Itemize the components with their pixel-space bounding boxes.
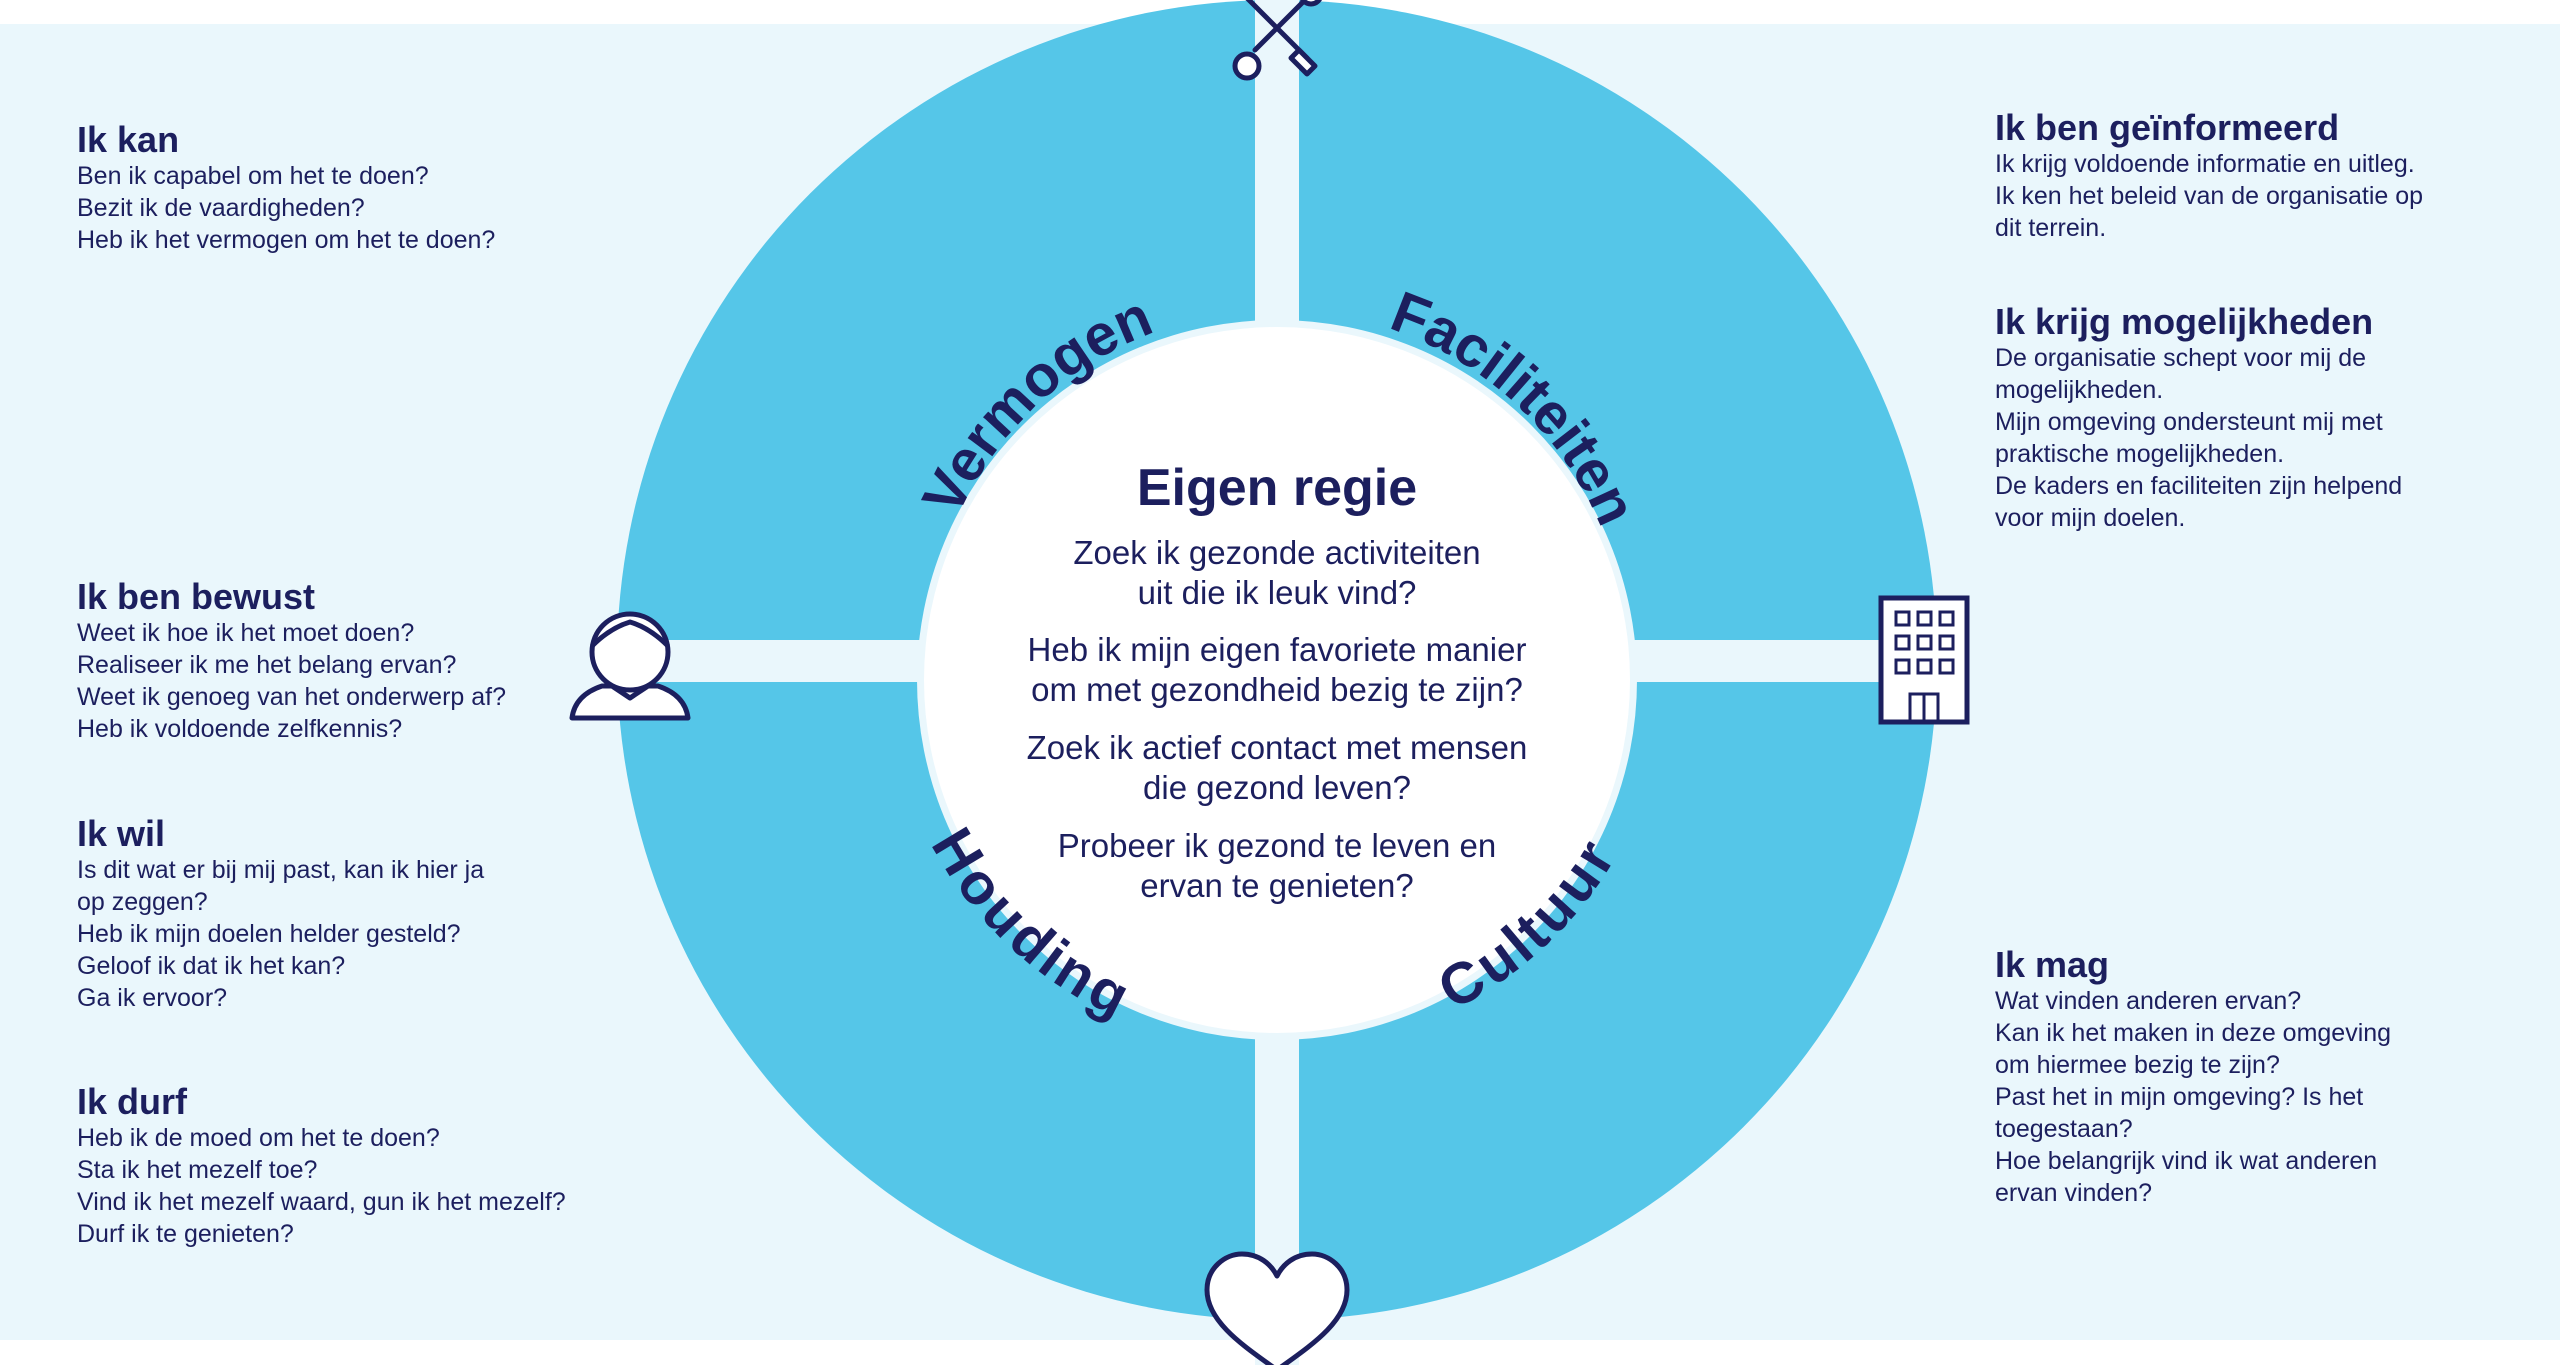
center-question-3-line-2: die gezond leven? (1143, 769, 1411, 806)
block-line: praktische mogelijkheden. (1995, 440, 2285, 468)
block-line: Ik krijg voldoende informatie en uitleg. (1995, 150, 2415, 178)
heart-icon (1204, 1251, 1350, 1365)
block-line: om hiermee bezig te zijn? (1995, 1051, 2280, 1079)
block-line: Weet ik genoeg van het onderwerp af? (77, 683, 506, 711)
block-ik-kan: Ik kan Ben ik capabel om het te doen? Be… (77, 120, 495, 256)
block-title: Ik wil (77, 813, 166, 854)
block-line: Ben ik capabel om het te doen? (77, 162, 429, 190)
block-line: Geloof ik dat ik het kan? (77, 952, 346, 980)
block-line: Kan ik het maken in deze omgeving (1995, 1019, 2392, 1047)
block-line: toegestaan? (1995, 1115, 2133, 1143)
building-icon (1878, 595, 1970, 725)
block-line: Heb ik mijn doelen helder gesteld? (77, 920, 461, 948)
block-line: Heb ik de moed om het te doen? (77, 1124, 440, 1152)
center-question-4: Probeer ik gezond te leven en ervan te g… (977, 826, 1577, 906)
block-title: Ik durf (77, 1081, 188, 1122)
block-line: Realiseer ik me het belang ervan? (77, 651, 457, 679)
block-title: Ik krijg mogelijkheden (1995, 301, 2374, 342)
block-ik-ben-bewust: Ik ben bewust Weet ik hoe ik het moet do… (77, 577, 506, 745)
center-question-2-line-1: Heb ik mijn eigen favoriete manier (1027, 631, 1527, 668)
tools-icon (1232, 0, 1322, 81)
block-line: ervan vinden? (1995, 1179, 2153, 1207)
block-ik-krijg-mogelijkheden: Ik krijg mogelijkheden De organisatie sc… (1995, 302, 2402, 534)
block-title: Ik ben bewust (77, 576, 316, 617)
block-line: Mijn omgeving ondersteunt mij met (1995, 408, 2383, 436)
block-line: Bezit ik de vaardigheden? (77, 194, 365, 222)
center-question-4-line-1: Probeer ik gezond te leven en (1057, 827, 1497, 864)
block-line: Heb ik voldoende zelfkennis? (77, 715, 403, 743)
block-line: Is dit wat er bij mij past, kan ik hier … (77, 856, 485, 884)
block-ik-ben-geinformeerd: Ik ben geïnformeerd Ik krijg voldoende i… (1995, 108, 2423, 244)
block-line: op zeggen? (77, 888, 208, 916)
block-line: Hoe belangrijk vind ik wat anderen (1995, 1147, 2378, 1175)
center-question-2: Heb ik mijn eigen favoriete manier om me… (977, 630, 1577, 710)
center-circle-inner (924, 327, 1630, 1033)
block-title: Ik mag (1995, 944, 2110, 985)
block-line: Vind ik het mezelf waard, gun ik het mez… (77, 1188, 566, 1216)
block-line: Past het in mijn omgeving? Is het (1995, 1083, 2364, 1111)
center-question-3-line-1: Zoek ik actief contact met mensen (1026, 729, 1528, 766)
center-question-1-line-2: uit die ik leuk vind? (1137, 574, 1417, 611)
center-question-1: Zoek ik gezonde activiteiten uit die ik … (977, 533, 1577, 613)
block-line: voor mijn doelen. (1995, 504, 2186, 532)
block-line: mogelijkheden. (1995, 376, 2164, 404)
block-line: dit terrein. (1995, 214, 2107, 242)
block-line: Weet ik hoe ik het moet doen? (77, 619, 415, 647)
block-title: Ik ben geïnformeerd (1995, 107, 2340, 148)
person-icon (569, 611, 691, 721)
block-line: Durf ik te genieten? (77, 1220, 294, 1248)
center-question-1-line-1: Zoek ik gezonde activiteiten (1073, 534, 1481, 571)
block-line: Wat vinden anderen ervan? (1995, 987, 2302, 1015)
block-line: De organisatie schept voor mij de (1995, 344, 2367, 372)
block-ik-durf: Ik durf Heb ik de moed om het te doen? S… (77, 1082, 566, 1250)
block-line: Heb ik het vermogen om het te doen? (77, 226, 496, 254)
center-question-3: Zoek ik actief contact met mensen die ge… (977, 728, 1577, 808)
block-line: De kaders en faciliteiten zijn helpend (1995, 472, 2403, 500)
block-line: Ga ik ervoor? (77, 984, 228, 1012)
center-question-4-line-2: ervan te genieten? (1140, 867, 1414, 904)
block-ik-mag: Ik mag Wat vinden anderen ervan? Kan ik … (1995, 945, 2391, 1209)
center-title: Eigen regie (1136, 459, 1418, 517)
block-line: Sta ik het mezelf toe? (77, 1156, 318, 1184)
center-question-2-line-2: om met gezondheid bezig te zijn? (1031, 671, 1523, 708)
block-title: Ik kan (77, 119, 180, 160)
block-line: Ik ken het beleid van de organisatie op (1995, 182, 2424, 210)
block-ik-wil: Ik wil Is dit wat er bij mij past, kan i… (77, 814, 484, 1014)
